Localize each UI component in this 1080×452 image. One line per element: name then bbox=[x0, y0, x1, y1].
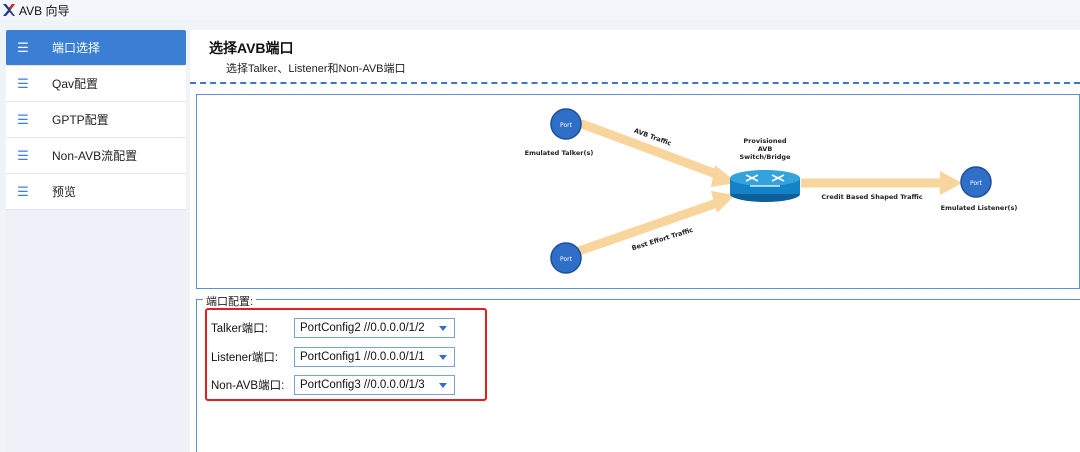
port-config-legend: 端口配置: bbox=[203, 293, 257, 309]
best-effort-port-label: Port bbox=[560, 256, 573, 263]
sidebar: ☰ 端口选择 ☰ Qav配置 ☰ GPTP配置 ☰ Non-AVB流配置 ☰ 预… bbox=[6, 30, 186, 452]
non-avb-port-select[interactable]: PortConfig3 //0.0.0.0/1/3 bbox=[294, 375, 455, 395]
chevron-down-icon bbox=[439, 355, 447, 360]
port-config-group: 端口配置: bbox=[196, 293, 1080, 452]
menu-icon: ☰ bbox=[17, 147, 29, 163]
avb-topology-diagram: Port Emulated Talker(s) Port Port Emulat… bbox=[196, 94, 1080, 289]
switch-caption-line3: Switch/Bridge bbox=[740, 153, 792, 161]
menu-icon: ☰ bbox=[17, 111, 29, 127]
best-effort-traffic-arrow bbox=[574, 191, 735, 256]
credit-based-traffic-arrow bbox=[801, 171, 962, 195]
talker-port-node: Port bbox=[550, 108, 582, 140]
sidebar-item-port-select[interactable]: ☰ 端口选择 bbox=[6, 30, 186, 66]
listener-port-value: PortConfig1 //0.0.0.0/1/1 bbox=[300, 351, 425, 363]
listener-port-row: Listener端口: PortConfig1 //0.0.0.0/1/1 bbox=[211, 347, 455, 367]
talker-port-value: PortConfig2 //0.0.0.0/1/2 bbox=[300, 322, 425, 334]
sidebar-item-non-avb-flow-config[interactable]: ☰ Non-AVB流配置 bbox=[6, 138, 186, 174]
non-avb-port-value: PortConfig3 //0.0.0.0/1/3 bbox=[300, 379, 425, 391]
title-bar: AVB 向导 bbox=[0, 0, 1080, 20]
listener-caption: Emulated Listener(s) bbox=[941, 204, 1018, 212]
listener-port-label: Listener端口: bbox=[211, 352, 279, 364]
switch-caption-line2: AVB bbox=[758, 145, 773, 153]
talker-port-label: Talker端口: bbox=[211, 323, 268, 335]
best-effort-port-node: Port bbox=[550, 242, 582, 274]
listener-port-select[interactable]: PortConfig1 //0.0.0.0/1/1 bbox=[294, 347, 455, 367]
talker-port-label: Port bbox=[560, 122, 573, 129]
talker-caption: Emulated Talker(s) bbox=[525, 149, 594, 157]
listener-port-label: Port bbox=[970, 180, 983, 187]
sidebar-item-label: Qav配置 bbox=[52, 77, 99, 91]
switch-caption-line1: Provisioned bbox=[743, 137, 786, 145]
credit-based-traffic-label: Credit Based Shaped Traffic bbox=[821, 193, 922, 201]
highlight-annotation bbox=[205, 308, 487, 401]
talker-port-row: Talker端口: PortConfig2 //0.0.0.0/1/2 bbox=[211, 318, 455, 338]
sidebar-item-qav-config[interactable]: ☰ Qav配置 bbox=[6, 66, 186, 102]
listener-port-node: Port bbox=[960, 166, 992, 198]
menu-icon: ☰ bbox=[17, 183, 29, 199]
menu-icon: ☰ bbox=[17, 39, 29, 55]
dashed-divider bbox=[190, 82, 1080, 84]
chevron-down-icon bbox=[439, 383, 447, 388]
talker-port-select[interactable]: PortConfig2 //0.0.0.0/1/2 bbox=[294, 318, 455, 338]
chevron-down-icon bbox=[439, 326, 447, 331]
sidebar-item-gptp-config[interactable]: ☰ GPTP配置 bbox=[6, 102, 186, 138]
main-content: 选择AVB端口 选择Talker、Listener和Non-AVB端口 Port… bbox=[190, 30, 1080, 452]
sidebar-item-label: 端口选择 bbox=[52, 41, 101, 55]
sidebar-item-preview[interactable]: ☰ 预览 bbox=[6, 174, 186, 210]
sidebar-item-label: 预览 bbox=[52, 185, 77, 199]
sidebar-item-label: Non-AVB流配置 bbox=[52, 149, 138, 163]
sidebar-item-label: GPTP配置 bbox=[52, 113, 109, 127]
avb-traffic-arrow bbox=[577, 119, 737, 187]
page-title: 选择AVB端口 bbox=[209, 40, 294, 56]
non-avb-port-label: Non-AVB端口: bbox=[211, 380, 285, 392]
app-title: AVB 向导 bbox=[19, 3, 70, 18]
page-subtitle: 选择Talker、Listener和Non-AVB端口 bbox=[226, 63, 406, 75]
menu-icon: ☰ bbox=[17, 75, 29, 91]
non-avb-port-row: Non-AVB端口: PortConfig3 //0.0.0.0/1/3 bbox=[211, 375, 455, 395]
app-logo-icon bbox=[3, 4, 15, 16]
avb-switch-icon bbox=[730, 170, 800, 202]
